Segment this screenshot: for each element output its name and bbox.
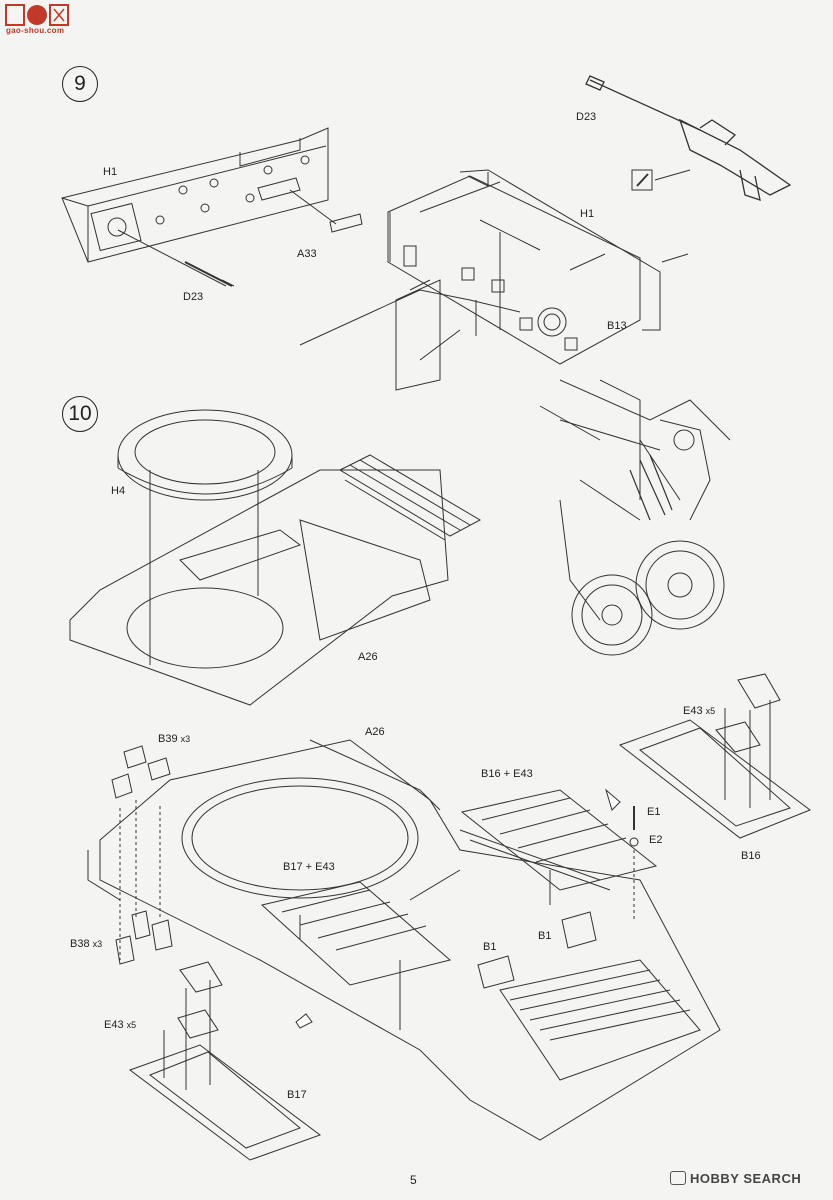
hobby-search-logo: HOBBY SEARCH (670, 1171, 801, 1186)
hobby-search-icon (670, 1171, 686, 1185)
a26-upper-plate (69, 454, 482, 706)
label-h4: H4 (111, 485, 126, 497)
label-b17: B17 (287, 1089, 307, 1101)
watermark-logo-icon (5, 4, 69, 26)
d23-barrel-left (184, 261, 235, 287)
label-e43-left: E43 x5 (104, 1019, 137, 1031)
label-b16-e43: B16 + E43 (481, 768, 533, 780)
label-b1-a: B1 (538, 930, 552, 942)
h1-plate-left (61, 127, 363, 263)
label-h1-left: H1 (103, 166, 118, 178)
a26-lower-hull (87, 739, 721, 1141)
label-b1-b: B1 (483, 941, 497, 953)
label-a26-upper: A26 (358, 651, 378, 663)
label-a26-lower: A26 (365, 726, 385, 738)
label-d23-right: D23 (576, 111, 597, 123)
label-b13: B13 (607, 320, 627, 332)
label-h1-right: H1 (580, 208, 595, 220)
hull-front-assembly (299, 172, 731, 656)
label-b16: B16 (741, 850, 761, 862)
h4-ring (117, 409, 293, 501)
watermark-logo (4, 3, 70, 39)
label-e2: E2 (649, 834, 663, 846)
b17-e43-grille (260, 881, 452, 986)
b16-e43-grille (460, 789, 658, 891)
step-9-marker: 9 (62, 66, 98, 102)
h1-plate-right (459, 169, 661, 331)
page-number: 5 (410, 1173, 417, 1187)
label-b17-e43: B17 + E43 (283, 861, 335, 873)
step-10-marker: 10 (62, 396, 98, 432)
label-d23-left: D23 (183, 291, 204, 303)
watermark-url: gao-shou.com (6, 26, 65, 35)
e1-e2-parts (629, 806, 639, 920)
b16-tray-right (618, 673, 812, 839)
b17-tray-left (128, 961, 322, 1161)
b39-parts (111, 745, 171, 960)
label-e43-right: E43 x5 (683, 705, 716, 717)
d23-machinegun (585, 75, 792, 201)
label-a33: A33 (297, 248, 317, 260)
label-e1: E1 (647, 806, 661, 818)
label-b38: B38 x3 (70, 938, 103, 950)
b1-parts (477, 911, 597, 989)
label-b39: B39 x3 (158, 733, 191, 745)
b38-parts (115, 910, 173, 965)
glue-icon-box (631, 169, 653, 191)
